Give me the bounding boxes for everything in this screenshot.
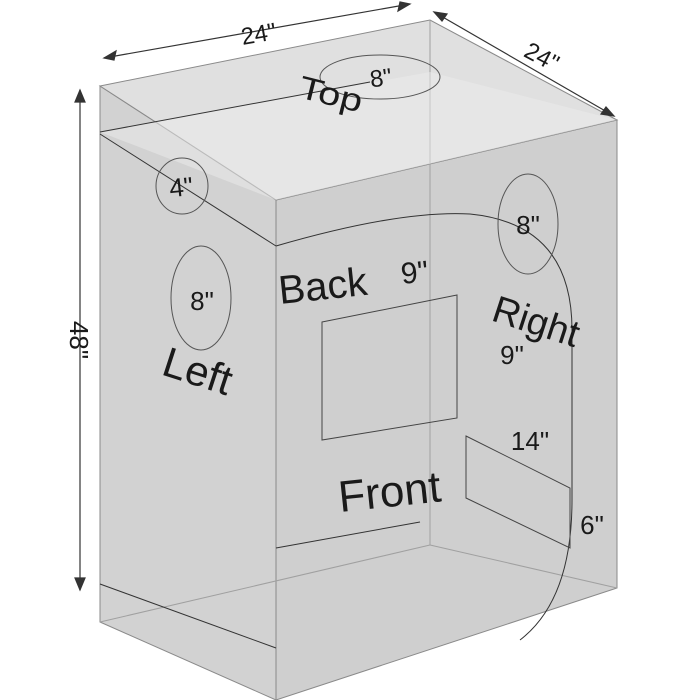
front-door-zip — [275, 213, 573, 641]
inner-bottom-left — [99, 544, 431, 623]
bottom-left-line — [99, 583, 277, 649]
depth-arrow-line — [433, 11, 615, 117]
back-window — [321, 294, 458, 441]
dimension-arrows — [74, 1, 616, 592]
width-arrow-line — [103, 3, 411, 59]
width-arrow-head-left — [102, 49, 117, 61]
width-arrow-head-right — [397, 1, 412, 13]
front-door-base — [275, 521, 421, 549]
top-left-vent-circle — [155, 157, 209, 215]
height-arrow-head-top — [74, 88, 86, 103]
left-top-line — [99, 133, 277, 247]
zipper-lines — [99, 81, 573, 649]
depth-arrow-head-top — [432, 11, 449, 22]
top-vent-circle — [319, 54, 441, 100]
top-vent-label: 8" — [368, 64, 393, 94]
right-window-label: 9" — [500, 340, 524, 370]
left-port-circle — [170, 245, 232, 351]
height-label: 48" — [64, 321, 94, 359]
top-front-band — [100, 72, 617, 200]
top-edge-line — [99, 81, 371, 133]
right-upper-port-circle — [497, 173, 559, 275]
width-label: 24" — [239, 18, 278, 51]
back-face-label: Back — [276, 260, 370, 313]
right-side-panel — [465, 435, 571, 549]
height-arrow-head-bottom — [74, 577, 86, 592]
front-face — [275, 119, 618, 700]
right-panel-width-label: 14" — [511, 426, 549, 456]
box-body — [98, 19, 619, 700]
left-port-label: 8" — [190, 286, 214, 316]
back-window-label: 9" — [399, 255, 430, 291]
right-upper-port-label: 8" — [516, 210, 540, 240]
depth-arrow-head-bottom — [599, 106, 616, 117]
front-face-label: Front — [336, 462, 443, 521]
top-left-vent-label: 4" — [168, 171, 195, 203]
inner-bottom-right — [429, 544, 618, 589]
right-panel-height-label: 6" — [580, 510, 604, 540]
ports — [155, 54, 571, 549]
